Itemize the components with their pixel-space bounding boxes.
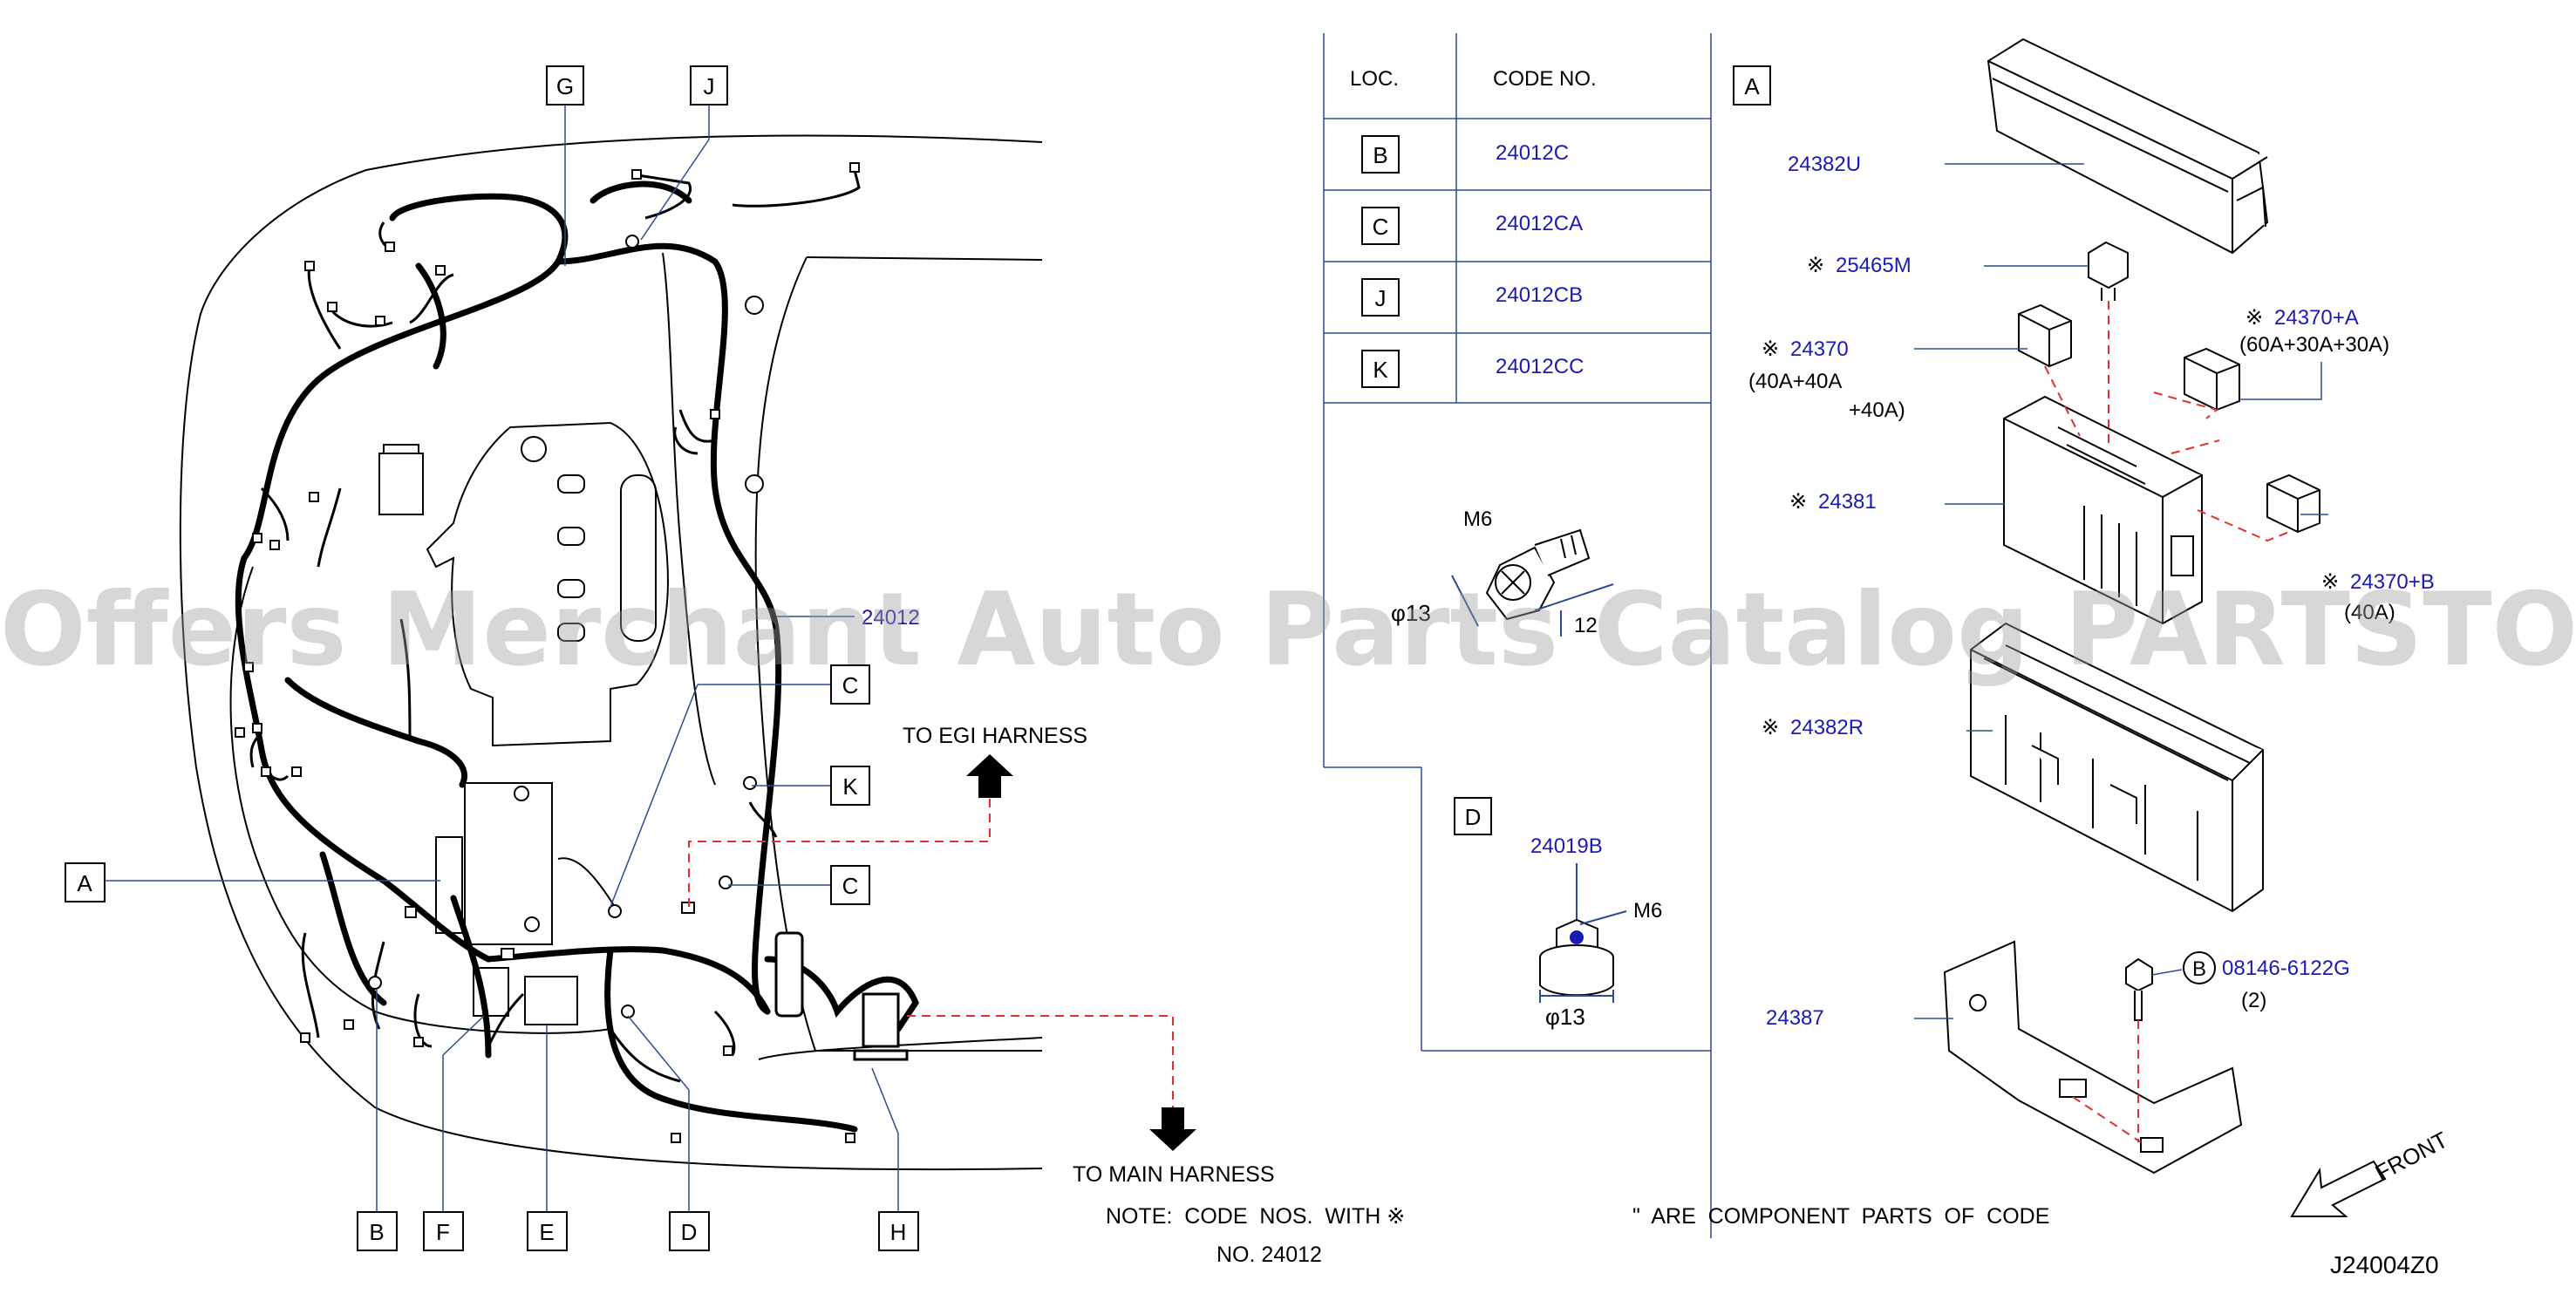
nut-part-number: 24019B <box>1530 834 1603 858</box>
relay-25465m <box>2088 241 2129 301</box>
locator-h: H <box>890 1219 907 1245</box>
fusible-link-24370-b <box>2266 473 2320 534</box>
vehicle-outline <box>179 134 1043 1171</box>
mark-24370-b: ※ <box>2321 570 2339 594</box>
nut-thread: M6 <box>1633 899 1662 923</box>
part-24382u: 24382U <box>1788 153 1861 176</box>
bolt-drawing <box>1451 528 1614 637</box>
egi-relay-block <box>774 931 909 1061</box>
connector-terminals <box>235 162 860 1143</box>
dashed-connections <box>688 798 1174 1107</box>
locator-c-lower: C <box>842 873 859 899</box>
view-a-frame <box>1733 65 1771 106</box>
part-24387: 24387 <box>1766 1006 1824 1030</box>
note-line-1: NOTE: CODE NOS. WITH ※ <box>1106 1204 1405 1229</box>
svg-text:24012CC: 24012CC <box>1496 355 1584 378</box>
table-row: K 24012CC <box>1361 350 1584 388</box>
fusible-link-24370-a <box>2184 347 2240 412</box>
svg-text:24012CA: 24012CA <box>1496 212 1583 235</box>
front-label: FRONT <box>2371 1127 2452 1187</box>
locator-d: D <box>681 1219 698 1245</box>
locator-b: B <box>369 1219 384 1245</box>
part-25465m: 25465M <box>1836 254 1912 277</box>
note2-24370: +40A) <box>1849 398 1905 422</box>
svg-text:C: C <box>1373 214 1389 240</box>
engine-block <box>378 252 716 786</box>
bolt-quantity: (2) <box>2241 989 2266 1012</box>
locator-k: K <box>842 773 858 800</box>
fuse-part-labels: 24382U ※ 25465M ※ 24370 (40A+40A +40A) ※… <box>1748 153 2435 1030</box>
fuse-block-24381 <box>2003 395 2203 625</box>
branch-wires <box>249 169 861 1083</box>
locator-j: J <box>704 73 715 99</box>
svg-text:B: B <box>1373 142 1387 168</box>
nut-box-label: D <box>1465 804 1482 830</box>
locator-a: A <box>77 870 92 896</box>
diagram-id: J24004Z0 <box>2330 1251 2439 1278</box>
locator-e: E <box>539 1219 554 1245</box>
fuse-box-lower-case <box>1970 622 2264 913</box>
callout-leaders <box>93 105 899 1226</box>
arrow-up-icon <box>966 754 1013 798</box>
bolt-thread: M6 <box>1463 507 1492 531</box>
fuse-box-cover <box>1987 37 2269 255</box>
locator-f: F <box>436 1219 450 1245</box>
table-header-code: CODE NO. <box>1493 67 1597 91</box>
view-a-label: A <box>1744 73 1760 99</box>
note-line-3: NO. 24012 <box>1216 1243 1322 1267</box>
wire-harness <box>235 180 919 1133</box>
part-24370: 24370 <box>1790 337 1849 361</box>
bolt-diameter: φ13 <box>1391 600 1431 626</box>
bolt-loc-circle <box>2183 951 2216 984</box>
bolt-loc: B <box>2192 957 2206 981</box>
note-24370: (40A+40A <box>1748 370 1842 393</box>
locator-g: G <box>556 73 574 99</box>
nut-diameter: φ13 <box>1545 1004 1585 1030</box>
svg-text:K: K <box>1373 357 1388 383</box>
part-24381: 24381 <box>1818 490 1877 514</box>
note-line-2: " ARE COMPONENT PARTS OF CODE <box>1632 1204 2049 1229</box>
part-24370-a: 24370+A <box>2274 306 2359 330</box>
locator-boxes <box>65 65 919 1251</box>
arrow-down-icon <box>1149 1107 1196 1151</box>
table-header-loc: LOC. <box>1350 67 1399 91</box>
mark-24370: ※ <box>1762 337 1779 361</box>
bolt-part-number: 08146-6122G <box>2222 957 2350 980</box>
ground-points <box>368 235 764 1018</box>
nut-drawing <box>1539 863 1627 1003</box>
note-24370-b: (40A) <box>2344 601 2395 624</box>
svg-text:24012CB: 24012CB <box>1496 283 1583 307</box>
mark-24381: ※ <box>1789 490 1807 514</box>
svg-text:24012C: 24012C <box>1496 141 1569 165</box>
locator-letters: G J A B F E D H C K C <box>77 73 906 1245</box>
mark-24382r: ※ <box>1762 716 1779 739</box>
nut-box-label-frame <box>1454 797 1492 835</box>
mark-25465m: ※ <box>1807 254 1824 277</box>
fuse-leaders <box>1914 163 2328 1019</box>
front-arrow-icon <box>2290 1160 2387 1217</box>
mark-24370-a: ※ <box>2245 306 2263 330</box>
bracket-24387 <box>1943 940 2243 1175</box>
table-row: J 24012CB <box>1361 278 1583 317</box>
part-24382r: 24382R <box>1790 716 1864 739</box>
direction-arrows <box>966 754 1196 1151</box>
part-24370-b: 24370+B <box>2350 570 2435 594</box>
harness-part-number: 24012 <box>862 606 920 630</box>
locator-c-upper: C <box>842 672 859 698</box>
svg-text:J: J <box>1375 285 1387 311</box>
bolt-08146 <box>2125 957 2153 1021</box>
note-24370-a: (60A+30A+30A) <box>2239 333 2389 357</box>
to-main-harness-label: TO MAIN HARNESS <box>1073 1162 1275 1187</box>
to-egi-harness-label: TO EGI HARNESS <box>903 724 1087 748</box>
table-row: B 24012C <box>1361 135 1569 174</box>
fusible-link-24370 <box>2018 303 2072 368</box>
bolt-length: 12 <box>1574 614 1598 637</box>
exploded-alignment-lines <box>2044 301 2290 1143</box>
code-table-grid <box>1323 33 1712 1238</box>
table-row: C 24012CA <box>1361 207 1583 245</box>
